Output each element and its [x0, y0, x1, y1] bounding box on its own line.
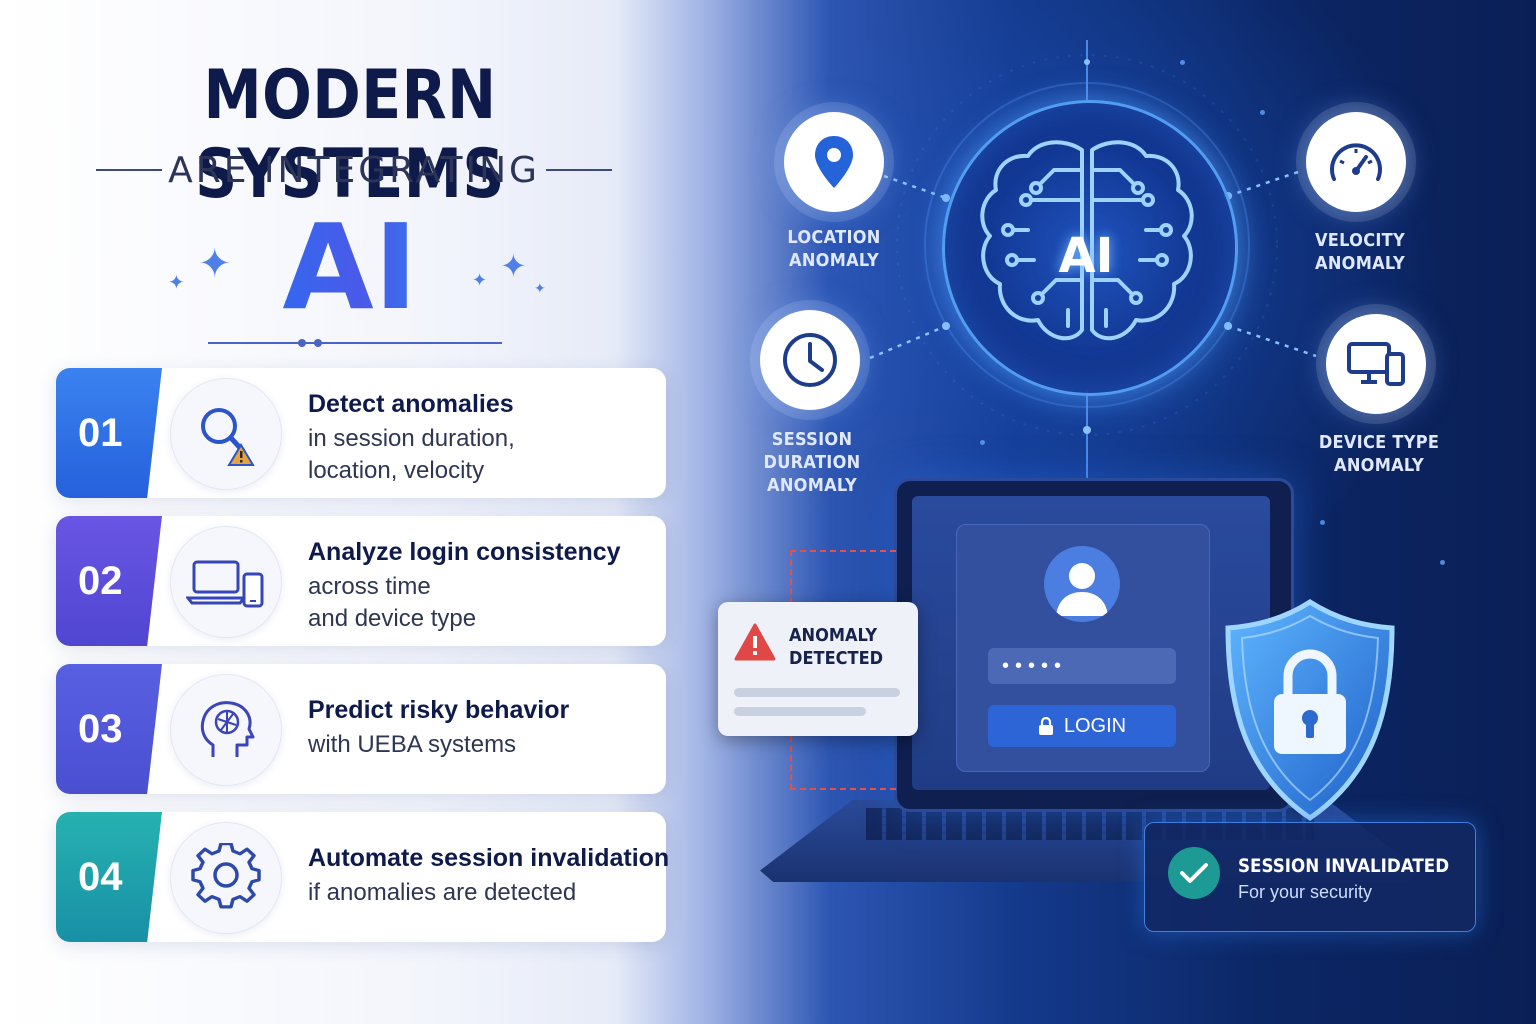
- feature-label-line: LOCATION: [787, 227, 881, 248]
- step-card-02: 02 Analyze login consistency across time…: [56, 516, 666, 646]
- feature-label-location: LOCATION ANOMALY: [760, 226, 908, 272]
- decorative-dot: [314, 339, 322, 347]
- step-title: Predict risky behavior: [308, 696, 570, 724]
- feature-label-line: ANOMALY: [789, 250, 879, 271]
- step-number: 01: [56, 368, 162, 498]
- subtitle-are-integrating: ARE INTEGRATING: [168, 149, 540, 191]
- sparkle-icon: ✦: [168, 270, 185, 294]
- step-description-line: in session duration,: [308, 425, 515, 452]
- step-title: Detect anomalies: [308, 390, 514, 418]
- step-number: 03: [56, 664, 162, 794]
- feature-label-velocity: VELOCITY ANOMALY: [1290, 229, 1430, 275]
- placeholder-bar: [734, 707, 866, 716]
- network-dot: [1180, 60, 1185, 65]
- step-description-line: and device type: [308, 605, 477, 632]
- network-dot: [1260, 110, 1265, 115]
- step-description-line: if anomalies are detected: [308, 879, 577, 906]
- session-invalidated-title: SESSION INVALIDATED: [1238, 855, 1450, 877]
- session-invalidated-subtitle: For your security: [1238, 882, 1373, 902]
- network-dot: [1440, 560, 1445, 565]
- brain-circuit-icon: [980, 140, 1194, 341]
- step-card-03: 03 Predict risky behavior with UEBA syst…: [56, 664, 666, 794]
- head-network-icon: [170, 674, 282, 786]
- subtitle-rule-right: [546, 169, 612, 171]
- check-icon: [1168, 847, 1220, 899]
- speedometer-icon: [1306, 112, 1406, 212]
- devices-icon: [1326, 314, 1426, 414]
- alert-connector-top: [790, 550, 896, 604]
- decorative-line: [208, 342, 502, 344]
- laptop-phone-icon: [170, 526, 282, 638]
- anomaly-alert-line: ANOMALY: [789, 625, 878, 646]
- lock-icon: [1038, 716, 1053, 735]
- feature-label-device-type: DEVICE TYPE ANOMALY: [1304, 431, 1453, 477]
- feature-label-session-duration: SESSION DURATION ANOMALY: [726, 428, 899, 497]
- decorative-dot: [298, 339, 306, 347]
- alert-connector-bottom: [790, 736, 896, 790]
- subtitle-rule-left: [96, 169, 162, 171]
- step-description-line: with UEBA systems: [308, 731, 517, 758]
- feature-label-line: ANOMALY: [767, 475, 857, 496]
- step-title: Automate session invalidation: [308, 844, 670, 872]
- step-card-01: 01 Detect anomalies in session duration,…: [56, 368, 666, 498]
- feature-label-line: VELOCITY: [1315, 230, 1405, 251]
- step-title: Analyze login consistency: [308, 538, 621, 566]
- sparkle-icon: ✦: [500, 247, 527, 285]
- feature-label-line: ANOMALY: [1334, 455, 1424, 476]
- login-button-label: LOGIN: [1063, 714, 1127, 737]
- magnifier-warning-icon: [170, 378, 282, 490]
- sparkle-icon: ✦: [472, 270, 488, 291]
- step-number: 04: [56, 812, 162, 942]
- feature-label-line: DEVICE TYPE: [1318, 432, 1440, 453]
- step-card-04: 04 Automate session invalidation if anom…: [56, 812, 670, 942]
- step-description-line: location, velocity: [308, 457, 485, 484]
- anomaly-alert-line: DETECTED: [789, 648, 884, 669]
- step-number: 02: [56, 516, 162, 646]
- user-avatar-icon: [1044, 546, 1120, 622]
- sparkle-icon: ✦: [198, 241, 232, 287]
- title-modern-systems: MODERN SYSTEMS: [195, 56, 505, 214]
- sparkle-icon: ✦: [534, 281, 546, 297]
- password-field[interactable]: •••••: [988, 648, 1176, 684]
- feature-label-line: SESSION DURATION: [763, 429, 861, 473]
- shield-lock-icon: [1225, 599, 1395, 822]
- title-ai: AI: [240, 198, 460, 336]
- gear-icon: [170, 822, 282, 934]
- feature-label-line: ANOMALY: [1315, 253, 1405, 274]
- clock-icon: [760, 310, 860, 410]
- step-description-line: across time: [308, 573, 431, 600]
- ai-center-label: AI: [1058, 228, 1114, 284]
- network-dot: [1320, 520, 1325, 525]
- warning-icon: [734, 623, 776, 661]
- login-button[interactable]: LOGIN: [988, 705, 1176, 747]
- network-dot: [980, 440, 985, 445]
- anomaly-alert-text: ANOMALY DETECTED: [789, 624, 883, 670]
- placeholder-bar: [734, 688, 900, 697]
- location-pin-icon: [784, 112, 884, 212]
- subtitle-row: ARE INTEGRATING: [96, 148, 612, 192]
